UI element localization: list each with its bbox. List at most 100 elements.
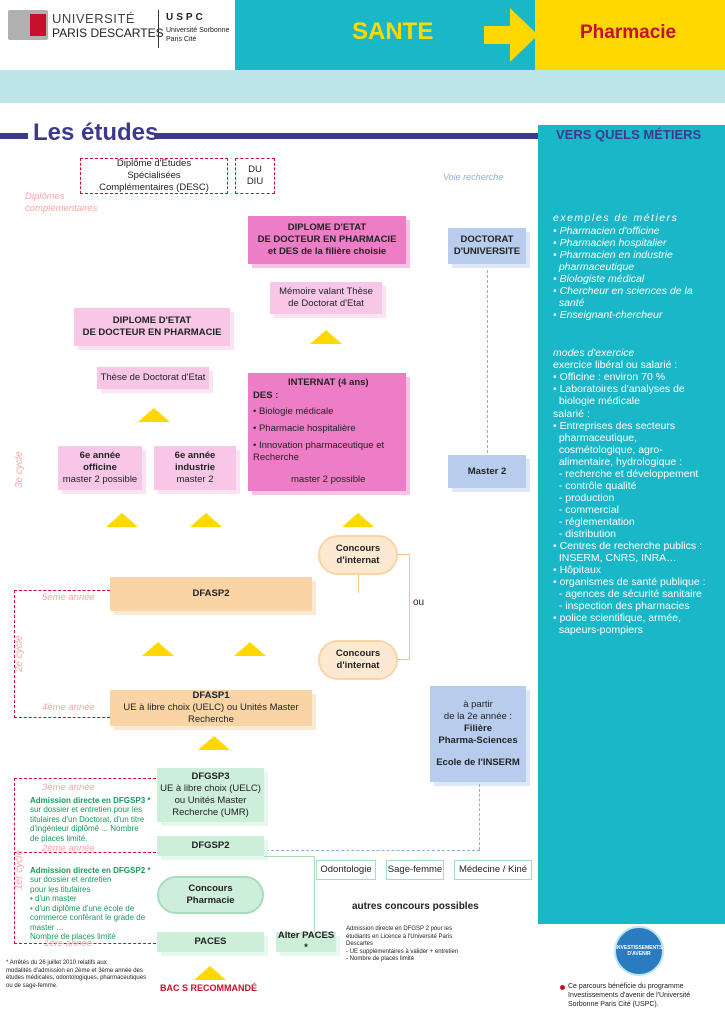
up-triangle-icon <box>190 513 222 527</box>
salarie-item: - recherche et développement <box>553 468 699 480</box>
diplomes-label-1: Diplômes <box>25 191 65 202</box>
des-item-3: • Innovation pharmaceutique et Recherche <box>253 440 385 463</box>
up-triangle-icon <box>142 642 174 656</box>
salarie-item: - inspection des pharmacies <box>553 600 690 612</box>
paces-box: PACES <box>157 932 264 952</box>
des-label: DES : <box>253 390 279 401</box>
adm2-line: master ... <box>30 922 64 932</box>
connector-line <box>358 575 359 593</box>
dfgsp2-box: DFGSP2 <box>157 836 264 856</box>
liberal-item: • Officine : environ 70 % <box>553 371 666 383</box>
connector-line <box>398 554 410 660</box>
up-triangle-icon <box>342 513 374 527</box>
sidebar-title-bar <box>538 125 725 145</box>
adm2-line: Nombre de places limité <box>30 932 116 941</box>
credit-line: Investissements d'avenir de l'Université <box>568 992 691 999</box>
salarie-item: cosmétologique, agro- <box>553 444 663 456</box>
up-triangle-icon <box>198 736 230 750</box>
logo-divider <box>158 10 159 48</box>
adm3-line: sur dossier et entretien pour les <box>30 805 143 814</box>
example-item: • Biologiste médical <box>553 273 645 285</box>
example-item: • Pharmacien en industrie <box>553 249 673 261</box>
research-dashed-line <box>487 270 488 453</box>
example-item: • Enseignant-chercheur <box>553 309 663 321</box>
cycle2-label: 2e cycle <box>14 635 25 672</box>
example-item: pharmaceutique <box>553 261 635 273</box>
credit-line: Sorbonne Paris Cité (USPC). <box>568 1001 659 1008</box>
modes-subtitle: exercice libéral ou salarié : <box>553 359 678 371</box>
adm2-line: • d'un master <box>30 894 77 903</box>
page-title: Les études <box>33 119 159 146</box>
salarie-item: - contrôle qualité <box>553 480 637 492</box>
alter-line: - Nombre de places limité <box>346 956 415 962</box>
dashed-bracket <box>14 590 110 718</box>
title-line-right <box>155 133 538 139</box>
arrow-right-icon <box>484 8 538 62</box>
header-band <box>0 70 725 103</box>
salarie-item: • police scientifique, armée, <box>553 612 681 624</box>
du-diu-box: DU DIU <box>235 158 275 194</box>
cycle3-label: 3e cycle <box>14 451 25 488</box>
salarie-item: - agences de sécurité sanitaire <box>553 588 702 600</box>
footnote-line: modalités d'admission en 2ème et 3ème an… <box>6 967 143 974</box>
alter-line: - UE supplémentaires à valider + entreti… <box>346 948 459 955</box>
adm3-title: Admission directe en DFGSP3 * <box>30 796 151 805</box>
examples-list: • Pharmacien d'officine• Pharmacien hosp… <box>553 225 693 321</box>
filiere-box: à partir de la 2e année : Filière Pharma… <box>430 686 526 782</box>
sidebar-title: VERS QUELS MÉTIERS <box>556 127 702 142</box>
salarie-item: • Entreprises des secteurs <box>553 420 676 432</box>
salarie-item: alimentaire, hydrologique : <box>553 456 682 468</box>
research-dashed-line <box>266 850 480 851</box>
salarie-item: - distribution <box>553 528 617 540</box>
adm2-line: • d'un diplôme d'une école de <box>30 903 135 913</box>
adm2-line: commerce conférant le grade de <box>30 913 146 922</box>
annee5-label: 5ème année <box>42 592 95 603</box>
sagefemme-box: Sage-femme <box>386 860 444 880</box>
annee3-label: 3ème année <box>42 782 95 793</box>
salarie-item: pharmaceutique, <box>553 432 638 444</box>
internat-master: master 2 possible <box>291 474 366 485</box>
university-logo <box>8 10 48 40</box>
salarie-item: • organismes de santé publique : <box>553 576 706 588</box>
salarie-item: • Centres de recherche publics : <box>553 540 702 552</box>
up-triangle-icon <box>310 330 342 344</box>
university-name-line1: UNIVERSITÉ <box>52 11 136 26</box>
medecine-box: Médecine / Kiné <box>454 860 532 880</box>
example-item: • Pharmacien hospitalier <box>553 237 667 249</box>
sidebar <box>538 125 725 924</box>
ou-label: ou <box>413 597 425 608</box>
dfasp2-box: DFASP2 <box>110 577 312 611</box>
connector-line <box>314 856 315 936</box>
example-item: • Pharmacien d'officine <box>553 225 660 237</box>
alter-line: étudiants en Licence à l'Université Pari… <box>346 933 453 940</box>
dfgsp3-box: DFGSP3 UE à libre choix (UELC) ou Unités… <box>157 768 264 822</box>
credit-bullet <box>560 985 565 990</box>
dfasp1-box: DFASP1 UE à libre choix (UELC) ou Unités… <box>110 690 312 726</box>
cycle1-label: 1er cycle <box>14 849 25 890</box>
adm2-line: pour les titulaires <box>30 884 91 894</box>
master2-box: Master 2 <box>448 455 526 488</box>
up-triangle-icon <box>106 513 138 527</box>
modes-title: modes d'exercice <box>553 347 635 359</box>
alter-line: Descartes <box>346 941 374 947</box>
university-name-line2: PARIS DESCARTES <box>52 26 164 40</box>
salarie-item: - commercial <box>553 504 619 516</box>
salarie-label: salarié : <box>553 408 590 420</box>
memoire-box: Mémoire valant Thèse de Doctorat d'Etat <box>270 282 382 314</box>
up-triangle-icon <box>138 408 170 422</box>
connector-line <box>264 856 314 857</box>
salarie-item: sapeurs-pompiers <box>553 624 643 636</box>
liberal-list: • Officine : environ 70 %• Laboratoires … <box>553 371 685 407</box>
des-item-1: • Biologie médicale <box>253 406 334 417</box>
autres-concours: autres concours possibles <box>352 901 479 912</box>
uspc-line1: Université Sorbonne <box>166 27 230 34</box>
footnote-line: * Arrêtés du 26 juillet 2010 relatifs au… <box>6 960 107 966</box>
adm2-title: Admission directe en DFGSP2 * <box>30 866 151 875</box>
dashed-bracket <box>14 778 156 944</box>
liberal-item: biologie médicale <box>553 395 640 407</box>
adm3-line: de places limité. <box>30 833 88 843</box>
uspc-logo: USPC <box>166 12 206 23</box>
investissements-logo: INVESTISSEMENTS D'AVENIR <box>614 926 664 976</box>
